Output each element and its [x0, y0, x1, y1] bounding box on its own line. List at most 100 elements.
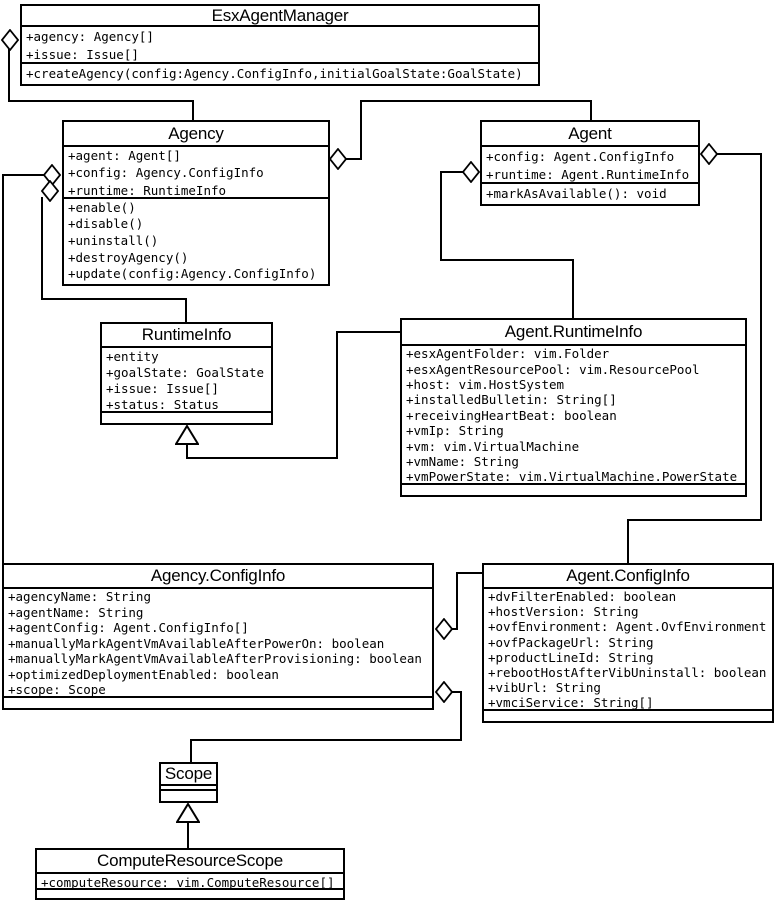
class-attribute: +vmPowerState: vim.VirtualMachine.PowerS…	[406, 469, 738, 485]
class-attribute: +manuallyMarkAgentVmAvailableAfterPowerO…	[8, 635, 385, 651]
class-title-agent-runtime-info: Agent.RuntimeInfo	[402, 320, 745, 346]
relationship-line-segment	[456, 572, 484, 574]
relationship-line-segment	[336, 331, 338, 459]
class-attribute: +rebootHostAfterVibUninstall: boolean	[488, 665, 767, 681]
class-attributes-esx-agent-manager: +agency: Agency[]+issue: Issue[]	[22, 27, 538, 64]
class-method: +uninstall()	[68, 232, 159, 248]
class-attribute: +hostVersion: String	[488, 604, 639, 620]
relationship-line-segment	[360, 100, 362, 160]
class-title-agent: Agent	[482, 122, 698, 147]
class-box-agent-config-info: Agent.ConfigInfo+dvFilterEnabled: boolea…	[482, 563, 774, 723]
relationship-line-segment	[187, 821, 189, 850]
class-attribute: +status: Status	[106, 397, 219, 413]
class-methods-agent: +markAsAvailable(): void	[482, 184, 698, 204]
class-attributes-agent-runtime-info: +esxAgentFolder: vim.Folder+esxAgentReso…	[402, 346, 745, 485]
class-attribute: +runtime: Agent.RuntimeInfo	[486, 167, 690, 183]
relationship-line-segment	[440, 171, 464, 173]
relationship-line-segment	[344, 158, 362, 160]
class-box-agency-config-info: Agency.ConfigInfo+agencyName: String+age…	[2, 563, 434, 710]
class-attribute: +ovfEnvironment: Agent.OvfEnvironment	[488, 619, 767, 635]
generalization-triangle-icon	[176, 803, 200, 823]
class-title-compute-resource-scope: ComputeResourceScope	[37, 850, 343, 874]
class-methods-compute-resource-scope	[37, 890, 343, 898]
class-attribute: +scope: Scope	[8, 682, 106, 698]
relationship-line-segment	[2, 174, 46, 176]
class-method: +markAsAvailable(): void	[486, 185, 667, 201]
class-method: +update(config:Agency.ConfigInfo)	[68, 266, 317, 282]
class-methods-agent-runtime-info	[402, 485, 745, 495]
class-method: +destroyAgency()	[68, 249, 189, 265]
class-attribute: +esxAgentFolder: vim.Folder	[406, 346, 610, 362]
class-attribute: +entity	[106, 348, 159, 364]
aggregation-diamond-icon	[435, 618, 453, 640]
class-attribute: +agency: Agency[]	[26, 28, 154, 44]
class-title-esx-agent-manager: EsxAgentManager	[22, 6, 538, 27]
aggregation-diamond-icon	[329, 148, 347, 170]
class-attribute: +agent: Agent[]	[68, 148, 181, 164]
relationship-line-segment	[186, 445, 188, 459]
class-attributes-runtime-info: +entity+goalState: GoalState+issue: Issu…	[102, 348, 271, 413]
class-attribute: +runtime: RuntimeInfo	[68, 182, 227, 198]
class-attribute: +installedBulletin: String[]	[406, 392, 617, 408]
relationship-line-segment	[192, 100, 194, 122]
class-attributes-compute-resource-scope: +computeResource: vim.ComputeResource[]	[37, 874, 343, 890]
class-methods-esx-agent-manager: +createAgency(config:Agency.ConfigInfo,i…	[22, 64, 538, 84]
relationship-line-segment	[627, 519, 762, 521]
class-title-agency: Agency	[64, 122, 328, 147]
class-attribute: +agentName: String	[8, 604, 144, 620]
class-method: +disable()	[68, 216, 144, 232]
relationship-line-segment	[440, 259, 574, 261]
class-attributes-agency: +agent: Agent[]+config: Agency.ConfigInf…	[64, 147, 328, 199]
relationship-line-segment	[41, 197, 43, 300]
class-attribute: +vmciService: String[]	[488, 695, 654, 711]
relationship-line-segment	[450, 628, 458, 630]
relationship-line-segment	[336, 331, 402, 333]
class-attribute: +agentConfig: Agent.ConfigInfo[]	[8, 620, 249, 636]
class-title-agent-config-info: Agent.ConfigInfo	[484, 565, 772, 589]
class-method: +enable()	[68, 199, 136, 215]
class-attribute: +manuallyMarkAgentVmAvailableAfterProvis…	[8, 651, 422, 667]
class-attributes-agency-config-info: +agencyName: String+agentName: String+ag…	[4, 589, 432, 698]
class-box-runtime-info: RuntimeInfo+entity+goalState: GoalState+…	[100, 322, 273, 425]
class-attribute: +optimizedDeploymentEnabled: boolean	[8, 666, 279, 682]
class-box-agent-runtime-info: Agent.RuntimeInfo+esxAgentFolder: vim.Fo…	[400, 318, 747, 497]
class-box-agent: Agent+config: Agent.ConfigInfo +runtime: …	[480, 120, 700, 206]
class-methods-agent-config-info	[484, 711, 772, 721]
class-attribute: +esxAgentResourcePool: vim.ResourcePool	[406, 361, 700, 377]
relationship-line-segment	[190, 739, 192, 764]
class-box-agency: Agency+agent: Agent[]+config: Agency.Con…	[62, 120, 330, 286]
class-method: +createAgency(config:Agency.ConfigInfo,i…	[26, 65, 523, 81]
relationship-line-segment	[760, 153, 762, 521]
class-attribute: +vmName: String	[406, 453, 519, 469]
relationship-line-segment	[186, 457, 338, 459]
class-methods-runtime-info	[102, 413, 271, 423]
relationship-line-segment	[440, 171, 442, 261]
class-title-runtime-info: RuntimeInfo	[102, 324, 271, 348]
class-attribute: +dvFilterEnabled: boolean	[488, 589, 677, 605]
class-attribute: +receivingHeartBeat: boolean	[406, 407, 617, 423]
class-attribute: +ovfPackageUrl: String	[488, 634, 654, 650]
class-attribute: +config: Agent.ConfigInfo	[486, 148, 675, 164]
class-attributes-agent-config-info: +dvFilterEnabled: boolean+hostVersion: S…	[484, 589, 772, 711]
class-attribute: +host: vim.HostSystem	[406, 376, 565, 392]
generalization-triangle-icon	[175, 425, 199, 445]
aggregation-diamond-icon	[700, 143, 718, 165]
class-attribute: +vm: vim.VirtualMachine	[406, 438, 580, 454]
class-attribute: +vibUrl: String	[488, 680, 601, 696]
class-methods-agency: +enable()+disable()+uninstall()+destroyA…	[64, 199, 328, 284]
relationship-line-segment	[185, 298, 187, 324]
relationship-line-segment	[590, 100, 592, 122]
class-box-compute-resource-scope: ComputeResourceScope+computeResource: vi…	[35, 848, 345, 900]
class-box-esx-agent-manager: EsxAgentManager+agency: Agency[]+issue: …	[20, 4, 540, 86]
class-attribute: +issue: Issue[]	[106, 380, 219, 396]
class-attributes-scope	[161, 786, 216, 791]
class-attribute: +computeResource: vim.ComputeResource[]	[41, 874, 335, 890]
relationship-line-segment	[41, 298, 187, 300]
relationship-line-segment	[572, 259, 574, 320]
relationship-line-segment	[360, 100, 592, 102]
class-attribute: +productLineId: String	[488, 649, 654, 665]
class-attribute: +config: Agency.ConfigInfo	[68, 165, 264, 181]
aggregation-diamond-icon	[435, 681, 453, 703]
class-attribute: +agencyName: String	[8, 589, 151, 605]
